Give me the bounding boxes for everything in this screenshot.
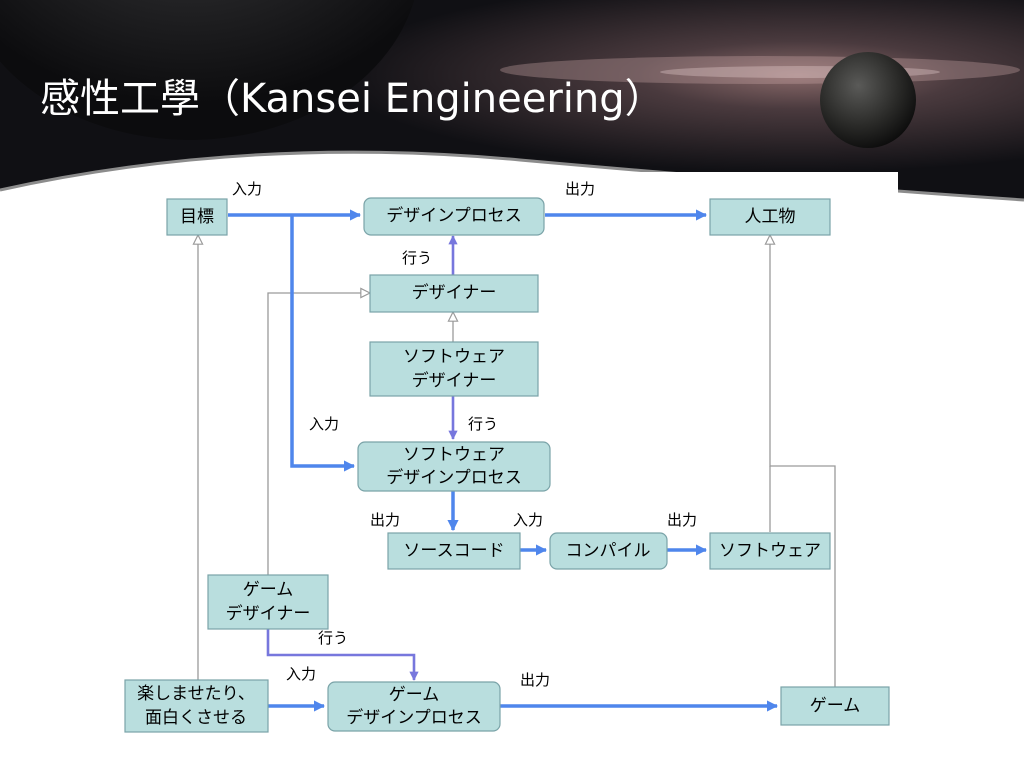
node-sw-designer-line1: ソフトウェア xyxy=(403,347,505,367)
node-game-design-process-line2: デザインプロセス xyxy=(346,707,482,728)
node-game-label: ゲーム xyxy=(810,696,861,716)
node-software: ソフトウェア xyxy=(709,532,831,570)
node-compile-label: コンパイル xyxy=(566,541,651,561)
node-designer-label: デザイナー xyxy=(412,282,497,303)
node-design-process-label: デザインプロセス xyxy=(386,205,522,226)
node-game-designer: ゲーム デザイナー xyxy=(207,574,329,630)
label-output-sw: 出力 xyxy=(370,511,400,529)
node-game-designer-line2: デザイナー xyxy=(226,603,311,624)
label-does-game: 行う xyxy=(318,629,348,647)
label-does-sw: 行う xyxy=(468,415,498,433)
planet-icon xyxy=(820,52,916,148)
node-software-label: ソフトウェア xyxy=(719,541,821,561)
node-game-design-process: ゲーム デザインプロセス xyxy=(327,681,501,732)
node-fun: 楽しませたり、 面白くさせる xyxy=(124,679,269,733)
node-goal-label: 目標 xyxy=(180,207,214,227)
node-source-code: ソースコード xyxy=(387,532,521,570)
arrow-goal-to-sw-design-process xyxy=(290,215,356,472)
label-does-designer: 行う xyxy=(402,249,432,267)
node-sw-design-process: ソフトウェア デザインプロセス xyxy=(357,441,551,492)
node-design-process: デザインプロセス xyxy=(363,197,545,236)
label-input-sw: 入力 xyxy=(309,415,339,433)
node-game: ゲーム xyxy=(780,686,890,726)
node-artifact-label: 人工物 xyxy=(745,207,796,227)
node-sw-designer: ソフトウェア デザイナー xyxy=(369,341,539,397)
node-artifact: 人工物 xyxy=(709,198,831,236)
node-source-code-label: ソースコード xyxy=(403,541,504,561)
inherit-game-designer-to-designer xyxy=(267,293,370,575)
node-designer: デザイナー xyxy=(369,274,539,313)
label-input-game: 入力 xyxy=(286,665,316,683)
node-goal: 目標 xyxy=(166,198,228,236)
node-sw-design-process-line1: ソフトウェア xyxy=(403,445,505,465)
node-fun-line2: 面白くさせる xyxy=(145,708,247,728)
node-game-design-process-line1: ゲーム xyxy=(389,685,440,705)
label-output-compile: 出力 xyxy=(667,511,697,529)
inherit-game-to-artifact xyxy=(770,235,836,687)
label-output-design: 出力 xyxy=(565,180,595,198)
slide-title: 感性工學（Kansei Engineering） xyxy=(40,76,665,122)
node-compile: コンパイル xyxy=(549,532,668,570)
label-input-goal: 入力 xyxy=(232,180,262,198)
node-game-designer-line1: ゲーム xyxy=(243,580,294,600)
node-sw-design-process-line2: デザインプロセス xyxy=(386,467,522,488)
arrow-game-designer-does xyxy=(266,629,419,681)
label-input-compile: 入力 xyxy=(513,511,543,529)
node-fun-line1: 楽しませたり、 xyxy=(137,684,255,704)
node-sw-designer-line2: デザイナー xyxy=(412,370,497,391)
label-output-game: 出力 xyxy=(520,671,550,689)
